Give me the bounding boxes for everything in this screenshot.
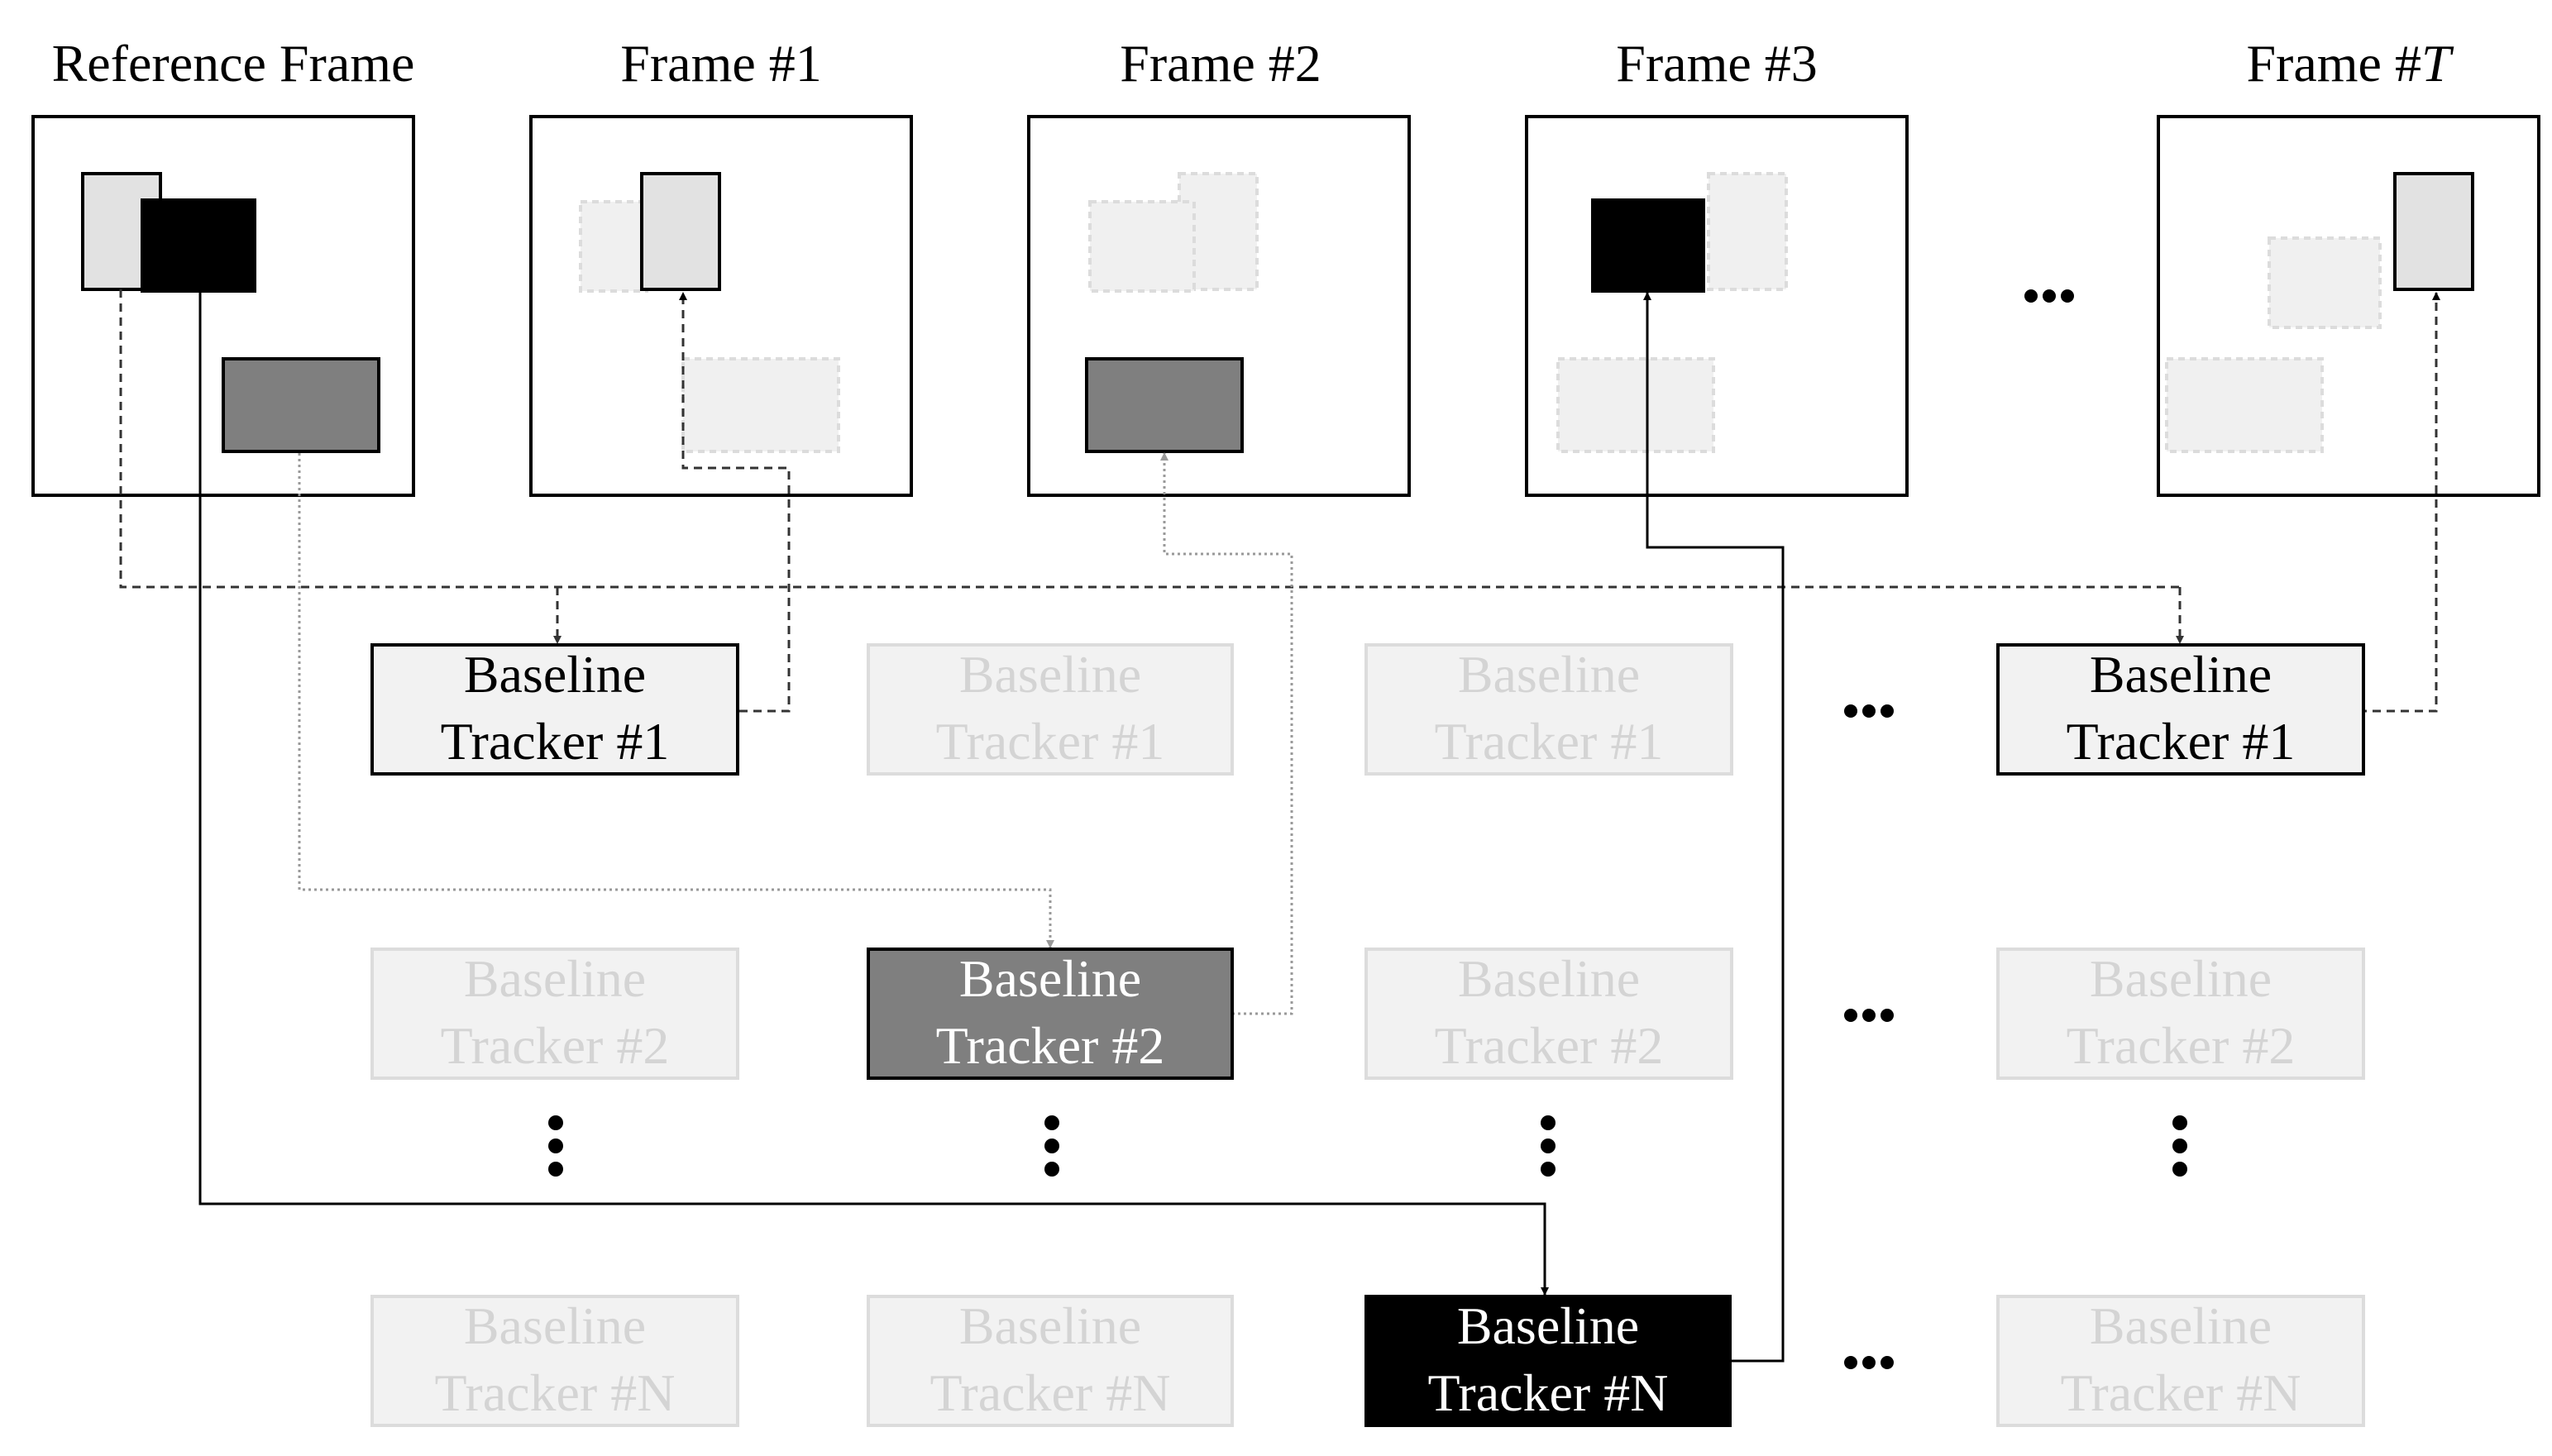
- frame-3-ghost-box: [1556, 357, 1715, 453]
- frame-3-ghost-box: [1707, 172, 1788, 291]
- tracker-number: Tracker #N: [435, 1363, 676, 1422]
- tracker-1-col1: Baseline Tracker #1: [370, 643, 739, 776]
- tracker-word: Baseline: [959, 949, 1141, 1008]
- frame-3-title: Frame #3: [1616, 34, 1818, 93]
- frame-t-variable: T: [2421, 34, 2454, 93]
- frame-t-ghost-box: [2268, 236, 2382, 329]
- tracker-2-col3-ghost: Baseline Tracker #2: [1364, 948, 1733, 1080]
- frame-2-title: Frame #2: [1120, 34, 1321, 93]
- tracker-n-col2-ghost: Baseline Tracker #N: [867, 1295, 1234, 1427]
- horizontal-ellipsis-icon: [2024, 289, 2074, 303]
- frame-1-ghost-box: [681, 357, 840, 453]
- tracker-n-col3-active: Baseline Tracker #N: [1364, 1295, 1732, 1427]
- horizontal-ellipsis-icon: [1844, 1356, 1894, 1369]
- tracker-1-col3-ghost: Baseline Tracker #1: [1364, 643, 1733, 776]
- connector-ref-black-to-trackerN: [198, 291, 1549, 1296]
- tracker-number: Tracker #N: [2061, 1363, 2301, 1422]
- frame-t-title: Frame #T: [2246, 34, 2454, 93]
- frame-1-ghost-box: [579, 200, 648, 293]
- tracker-n-colT-ghost: Baseline Tracker #N: [1996, 1295, 2365, 1427]
- tracker-word: Baseline: [1457, 1296, 1639, 1355]
- tracker-word: Baseline: [2090, 949, 2272, 1008]
- tracker-number: Tracker #1: [441, 712, 670, 771]
- frame-2-ghost-box: [1088, 200, 1196, 293]
- tracker-2-col1-ghost: Baseline Tracker #2: [370, 948, 739, 1080]
- tracker-1-col2-ghost: Baseline Tracker #1: [867, 643, 1234, 776]
- tracker-number: Tracker #N: [1428, 1363, 1669, 1422]
- ref-target-black: [141, 198, 256, 293]
- tracker-word: Baseline: [464, 1296, 646, 1355]
- frame-3-target-black: [1591, 198, 1705, 293]
- tracker-word: Baseline: [2090, 645, 2272, 704]
- tracker-word: Baseline: [464, 949, 646, 1008]
- ref-target-gray: [222, 357, 380, 453]
- frame-1-title: Frame #1: [620, 34, 822, 93]
- connector-tracker1-to-frameT: [2358, 292, 2440, 713]
- frame-t-prefix: Frame #: [2246, 34, 2421, 93]
- connector-ref-gray-to-tracker2: [298, 453, 1054, 948]
- connector-tracker1-to-frame1: [679, 292, 791, 713]
- tracker-2-col2-active: Baseline Tracker #2: [867, 948, 1234, 1080]
- tracker-word: Baseline: [464, 645, 646, 704]
- tracker-number: Tracker #1: [2067, 712, 2296, 771]
- tracker-word: Baseline: [1458, 949, 1640, 1008]
- vertical-ellipsis-icon: [1044, 1115, 1059, 1177]
- vertical-ellipsis-icon: [548, 1115, 563, 1177]
- horizontal-ellipsis-icon: [1844, 704, 1894, 718]
- tracker-number: Tracker #1: [936, 712, 1165, 771]
- connector-trackerN-to-frame3: [1643, 292, 1785, 1363]
- horizontal-ellipsis-icon: [1844, 1009, 1894, 1022]
- tracker-number: Tracker #2: [441, 1016, 670, 1075]
- frame-1-target-light: [640, 172, 721, 291]
- tracker-word: Baseline: [959, 645, 1141, 704]
- tracker-2-colT-ghost: Baseline Tracker #2: [1996, 948, 2365, 1080]
- tracker-word: Baseline: [1458, 645, 1640, 704]
- tracker-1-colT: Baseline Tracker #1: [1996, 643, 2365, 776]
- frame-t-target-light: [2393, 172, 2474, 291]
- connector-ref-light-to-tracker1: [119, 289, 2180, 589]
- reference-frame-title: Reference Frame: [52, 34, 415, 93]
- frame-2-target-gray: [1085, 357, 1244, 453]
- tracker-number: Tracker #2: [2067, 1016, 2296, 1075]
- tracker-n-col1-ghost: Baseline Tracker #N: [370, 1295, 739, 1427]
- vertical-ellipsis-icon: [1541, 1115, 1556, 1177]
- tracker-number: Tracker #N: [930, 1363, 1171, 1422]
- tracker-number: Tracker #2: [936, 1016, 1165, 1075]
- tracker-word: Baseline: [959, 1296, 1141, 1355]
- tracker-word: Baseline: [2090, 1296, 2272, 1355]
- tracker-number: Tracker #2: [1435, 1016, 1664, 1075]
- frame-t-ghost-box: [2165, 357, 2324, 453]
- tracker-number: Tracker #1: [1435, 712, 1664, 771]
- vertical-ellipsis-icon: [2172, 1115, 2187, 1177]
